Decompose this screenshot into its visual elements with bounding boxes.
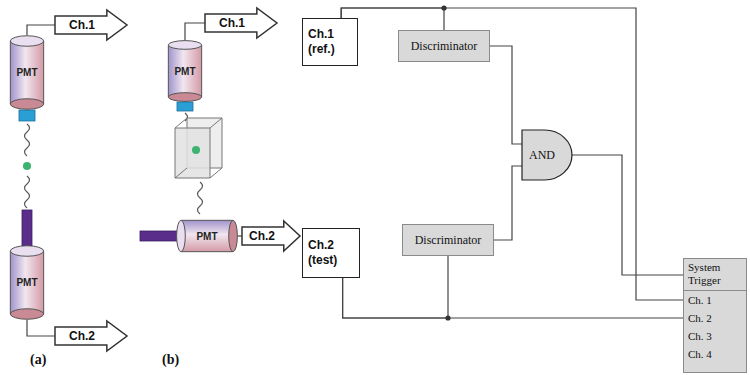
signal-wire <box>490 46 522 144</box>
node-label: PMT <box>16 277 37 288</box>
signal-wire <box>185 23 205 40</box>
pmt-tube: PMT <box>10 245 44 320</box>
signal-wire <box>27 320 55 336</box>
and-gate: AND <box>522 130 572 180</box>
pmt-window <box>19 110 35 121</box>
photon-wave <box>198 182 203 214</box>
pmt-window <box>177 102 193 111</box>
panel-label: (a) <box>30 352 46 368</box>
junction-dot <box>445 315 450 320</box>
discriminator-box: Discriminator <box>398 30 490 62</box>
channel-label: Ch. 2 <box>684 309 746 327</box>
channel-arrow: Ch.2 <box>55 321 127 351</box>
signal-wire <box>494 166 522 240</box>
pmt-tube: PMT <box>176 220 238 252</box>
discriminator-box: Discriminator <box>402 224 494 256</box>
node-label: Discriminator <box>411 39 478 54</box>
channel-label: Ch. 1 <box>684 291 746 309</box>
channel-arrow: Ch.2 <box>242 221 300 251</box>
channel-arrow: Ch.1 <box>205 8 277 38</box>
node-label: System Trigger <box>684 259 746 291</box>
pmt-tube: PMT <box>10 35 44 110</box>
signal-wire <box>343 278 683 318</box>
signal-wire <box>341 8 683 300</box>
channel-label: Ch. 4 <box>684 345 746 363</box>
node-label: PMT <box>16 67 37 78</box>
node-label: PMT <box>196 231 217 242</box>
photon-wave <box>25 176 30 208</box>
node-label: Ch.1 <box>219 16 245 30</box>
channel-box: Ch.2 (test) <box>302 228 360 278</box>
node-label: Ch.1 <box>69 18 95 32</box>
source-dot <box>192 146 200 154</box>
signal-wire <box>572 155 683 275</box>
pmt-tube: PMT <box>168 40 202 102</box>
channel-box: Ch.1 (ref.) <box>302 18 358 66</box>
light-guide-rod <box>140 231 178 241</box>
signal-wire <box>27 25 55 35</box>
node-label: Ch.2 <box>69 329 95 343</box>
light-guide-rod <box>22 210 32 246</box>
panel-label: (b) <box>162 352 179 368</box>
system-trigger-panel: System TriggerCh. 1Ch. 2Ch. 3Ch. 4 <box>683 258 747 373</box>
node-label: Ch.2 <box>249 229 275 243</box>
scintillator-cube <box>175 118 222 178</box>
node-label: AND <box>529 148 555 163</box>
node-label: PMT <box>174 66 195 77</box>
junction-dot <box>441 5 446 10</box>
source-dot <box>23 162 31 170</box>
node-label: Discriminator <box>415 233 482 248</box>
channel-label: Ch. 3 <box>684 327 746 345</box>
node-label: Ch.1 (ref.) <box>308 27 352 57</box>
photon-wave <box>25 124 30 156</box>
node-label: Ch.2 (test) <box>308 238 354 268</box>
channel-arrow: Ch.1 <box>55 10 127 40</box>
